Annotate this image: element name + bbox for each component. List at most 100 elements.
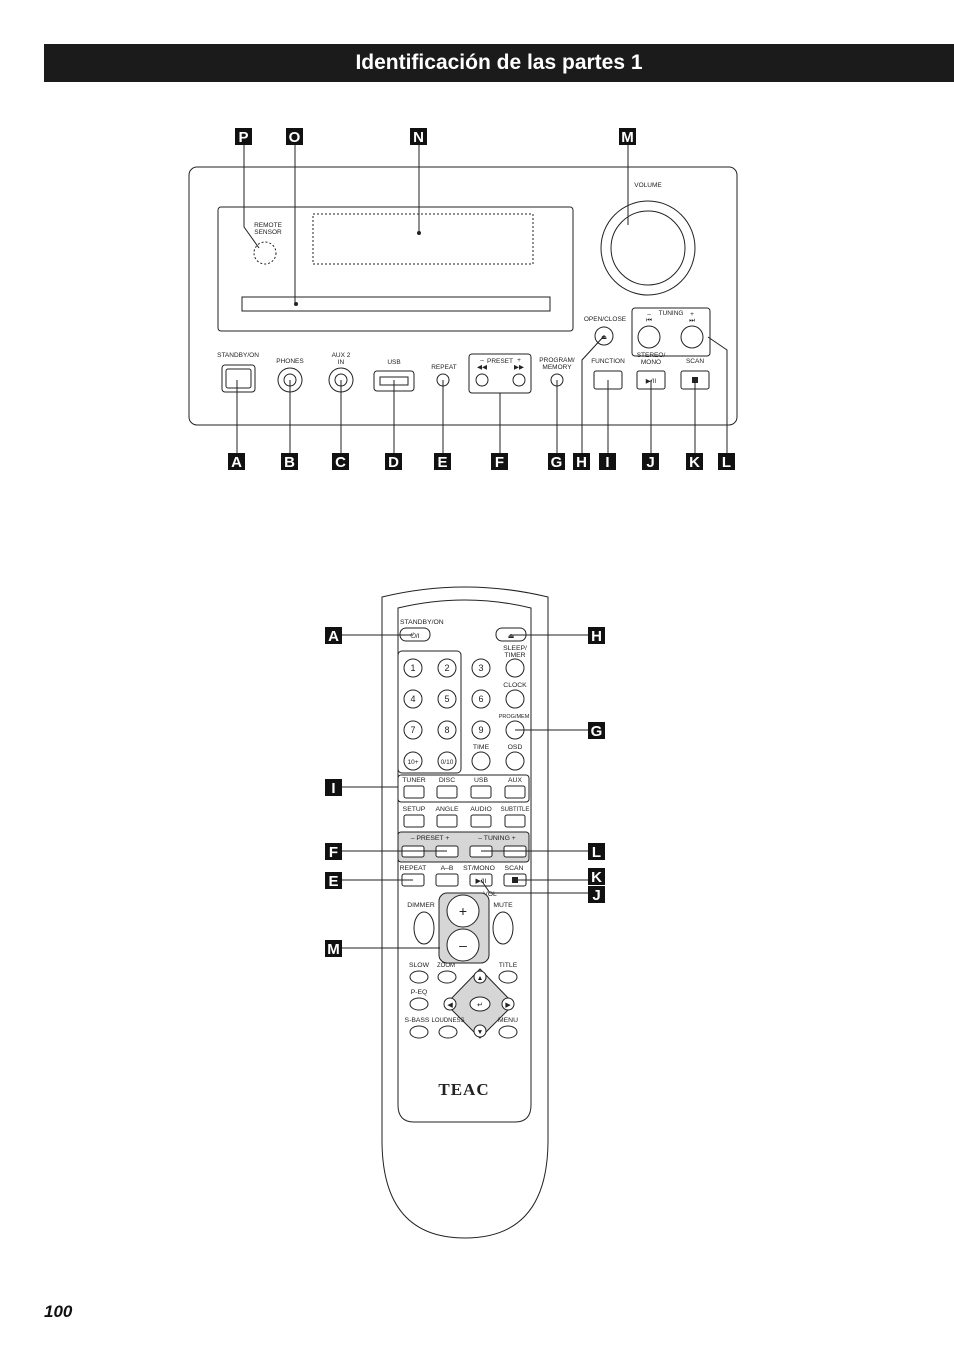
callout-l: L (718, 453, 735, 471)
program-label: PROGRAM/ (539, 357, 575, 364)
disc-slot (241, 296, 551, 312)
skip-back-icon: ⏮ (646, 317, 652, 324)
unit-body (188, 166, 738, 426)
dimmer-button[interactable] (413, 911, 435, 945)
a-b-button[interactable] (435, 873, 459, 887)
digit-button[interactable] (403, 751, 423, 771)
svg-text:L: L (592, 844, 601, 861)
digit-button[interactable] (471, 720, 491, 740)
prog-mem-label: PROG/MEM (499, 714, 530, 720)
digit-label: 7 (410, 725, 415, 735)
tuning-up-button[interactable] (680, 325, 704, 349)
menu-button[interactable] (498, 1025, 518, 1039)
preset-tuning-block (397, 831, 530, 863)
page-title: Identificación de las partes 1 (44, 44, 954, 82)
angle-button[interactable] (436, 814, 458, 828)
digit-label: 8 (444, 725, 449, 735)
subtitle-label: SUBTITLE (501, 807, 530, 813)
clock-button[interactable] (505, 689, 525, 709)
enter-icon: ↵ (477, 1002, 483, 1009)
svg-text:F: F (495, 454, 504, 471)
clock-label: CLOCK (503, 682, 527, 689)
svg-text:C: C (335, 454, 346, 471)
r-callout-l: L (588, 843, 605, 861)
preset-down-button[interactable] (475, 373, 489, 387)
time-button[interactable] (471, 751, 491, 771)
audio-button[interactable] (470, 814, 492, 828)
callout-h: H (573, 453, 590, 471)
repeat-label: REPEAT (431, 364, 457, 371)
display (312, 213, 534, 265)
s-bass-button[interactable] (409, 1025, 429, 1039)
digit-button[interactable] (437, 689, 457, 709)
digit-button[interactable] (471, 689, 491, 709)
enter-button[interactable] (469, 996, 491, 1012)
disc-button[interactable] (436, 785, 458, 799)
p-eq-button[interactable] (409, 997, 429, 1011)
zoom-button[interactable] (437, 970, 457, 984)
callout-o: O (286, 128, 303, 146)
svg-text:J: J (592, 887, 600, 904)
up-arrow-button[interactable] (473, 970, 487, 984)
volume-knob[interactable] (610, 210, 686, 286)
tuning-group (631, 307, 711, 357)
digit-button[interactable] (403, 720, 423, 740)
svg-text:K: K (689, 454, 700, 471)
title-button[interactable] (498, 970, 518, 984)
digit-button[interactable] (403, 658, 423, 678)
right-arrow-button[interactable] (501, 997, 515, 1011)
callout-p: P (235, 128, 252, 146)
program-label-2: MEMORY (542, 364, 572, 371)
callout-a: A (228, 453, 245, 471)
osd-button[interactable] (505, 751, 525, 771)
aux2-label-2: IN (338, 359, 345, 366)
callout-b: B (281, 453, 298, 471)
svg-text:L: L (722, 454, 731, 471)
callout-e: E (434, 453, 451, 471)
preset-label: PRESET (487, 358, 513, 365)
digit-label: 2 (444, 663, 449, 673)
remote-sensor (253, 241, 277, 265)
usb-button[interactable] (470, 785, 492, 799)
volume-down-button[interactable] (446, 928, 480, 962)
digit-button[interactable] (437, 658, 457, 678)
standby-button[interactable] (221, 364, 256, 393)
digit-button[interactable] (437, 751, 457, 771)
r-eject-icon: ⏏ (508, 633, 514, 640)
tuning-down-button[interactable] (637, 325, 661, 349)
source-group (397, 774, 530, 803)
main-unit: REMOTE SENSOR VOLUME TUNING – + ⏮ ⏭ OPEN… (188, 145, 738, 453)
aux-button[interactable] (504, 785, 526, 799)
preset-plus: + (517, 357, 521, 364)
tuner-button[interactable] (403, 785, 425, 799)
p-eq-label: P-EQ (411, 989, 428, 996)
setup-button[interactable] (403, 814, 425, 828)
preset-up-button[interactable] (512, 373, 526, 387)
angle-label: ANGLE (435, 806, 459, 813)
sleep-timer-button[interactable] (505, 658, 525, 678)
digit-button[interactable] (403, 689, 423, 709)
mute-button[interactable] (492, 911, 514, 945)
r-callout-h: H (588, 627, 605, 645)
function-label: FUNCTION (591, 358, 625, 365)
subtitle-button[interactable] (504, 814, 526, 828)
slow-button[interactable] (409, 970, 429, 984)
svg-text:K: K (591, 869, 602, 886)
r-callout-e: E (325, 872, 342, 890)
loudness-button[interactable] (438, 1025, 458, 1039)
svg-text:M: M (621, 129, 634, 146)
volume-up-button[interactable] (446, 894, 480, 928)
r-callout-m: M (325, 940, 342, 958)
down-arrow-button[interactable] (473, 1024, 487, 1038)
digit-button[interactable] (437, 720, 457, 740)
rewind-icon: ◀◀ (477, 364, 488, 371)
callout-k: K (686, 453, 703, 471)
left-arrow-button[interactable] (443, 997, 457, 1011)
digit-button[interactable] (471, 658, 491, 678)
standby-button-inner (225, 368, 252, 389)
aux2-label: AUX 2 (332, 352, 351, 359)
page-number: 100 (44, 1302, 73, 1321)
stereo-label-2: MONO (641, 359, 661, 366)
